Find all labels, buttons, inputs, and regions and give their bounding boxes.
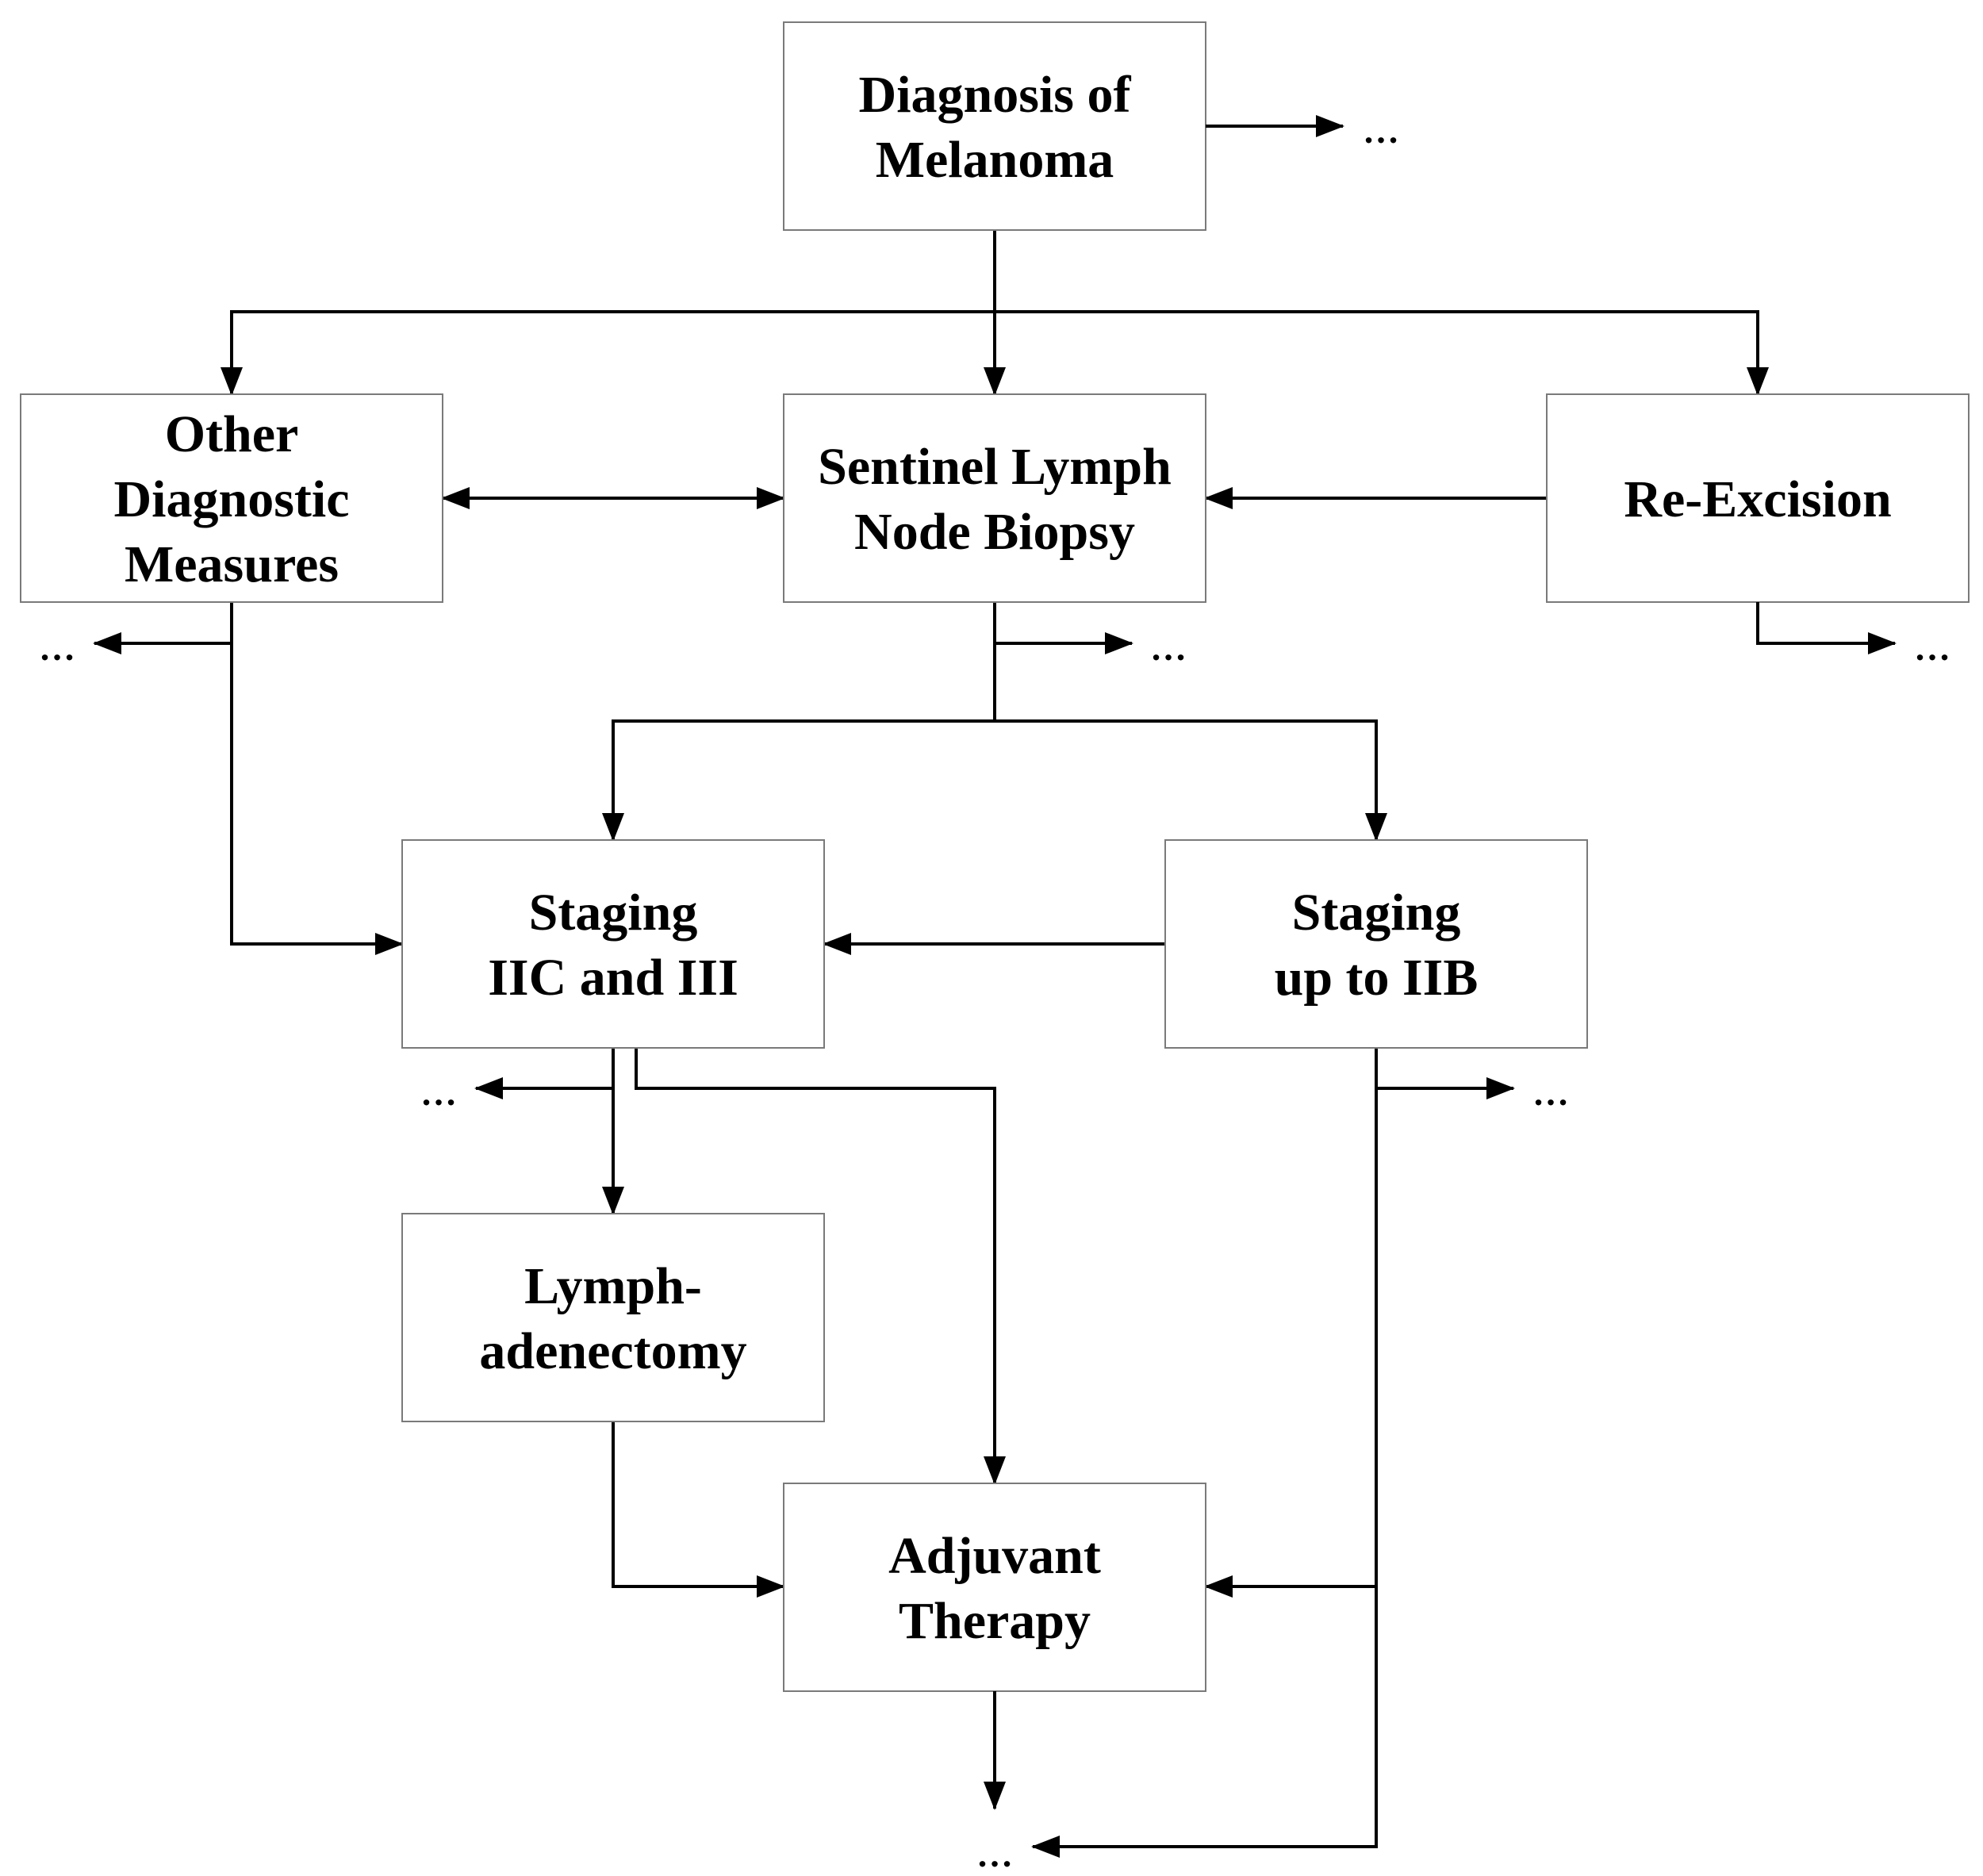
node-staging-iib-label: Staging: [1292, 884, 1461, 942]
node-sentinel-label: Node Biopsy: [854, 503, 1135, 561]
node-sentinel-label: Sentinel Lymph: [818, 438, 1172, 496]
node-adjuvant-box: [783, 1483, 1206, 1692]
node-staging-iic-box: [401, 839, 825, 1049]
continuation-arrow-re-excision: [1756, 602, 1897, 654]
continuation-arrow-staging-iib-end: [1031, 1586, 1378, 1858]
node-layer: Diagnosis of MelanomaOtherDiagnosticMeasu…: [20, 21, 1970, 1692]
node-staging-iic-label: Staging: [529, 884, 698, 942]
node-staging-iib-label: up to IIB: [1275, 949, 1479, 1007]
node-staging-iib: Staging up to IIB: [1164, 839, 1588, 1049]
node-adjuvant-label: Therapy: [899, 1592, 1091, 1650]
edge-lymphadenectomy-to-adjuvant: [612, 1421, 785, 1598]
node-re-excision-box: [1546, 393, 1970, 603]
continuation-ellipsis-staging-iic: …: [420, 1072, 457, 1113]
continuation-ellipsis-diagnosis: …: [1363, 110, 1399, 151]
node-other-diagnostic-label: Measures: [125, 535, 339, 593]
continuation-ellipsis-adjuvant: …: [976, 1834, 1013, 1874]
node-lymphadenectomy-box: [401, 1213, 825, 1422]
node-other-diagnostic-label: Diagnostic: [114, 470, 350, 528]
node-staging-iib-box: [1164, 839, 1588, 1049]
continuation-ellipsis-re-excision: …: [1914, 627, 1950, 668]
continuation-layer: … … … … … … …: [39, 110, 1950, 1874]
node-staging-iic-label: IIC and III: [488, 949, 738, 1007]
node-re-excision: Re-Excision: [1546, 393, 1970, 603]
node-diagnosis-label: Melanoma: [876, 131, 1114, 189]
edge-diagnosis-to-re-excision: [995, 310, 1769, 396]
node-other-diagnostic-box: [20, 393, 443, 603]
node-lymphadenectomy-label: adenectomy: [479, 1322, 746, 1380]
node-lymphadenectomy-label: Lymph-: [524, 1257, 702, 1315]
node-sentinel-box: [783, 393, 1206, 603]
node-diagnosis: Diagnosis of Melanoma: [783, 21, 1206, 231]
node-other-diagnostic-label: Other: [165, 405, 299, 463]
node-diagnosis-label: Diagnosis of: [859, 66, 1132, 124]
edge-staging-iic-to-adjuvant: [635, 1048, 1006, 1485]
edge-sentinel-to-staging-iib: [995, 719, 1387, 842]
continuation-ellipsis-staging-iib: …: [1532, 1072, 1569, 1113]
continuation-ellipsis-other-diagnostic: …: [39, 627, 75, 668]
edge-sentinel-to-staging-iic: [602, 602, 996, 842]
edge-diagnosis-to-other-diagnostic: [221, 230, 996, 396]
node-adjuvant-label: Adjuvant: [888, 1527, 1101, 1585]
node-re-excision-label: Re-Excision: [1624, 470, 1891, 528]
node-diagnosis-box: [783, 21, 1206, 231]
node-lymphadenectomy: Lymph-adenectomy: [401, 1213, 825, 1422]
edge-staging-iib-to-adjuvant: [1204, 1048, 1378, 1598]
edge-other-diagnostic-to-staging-iic: [230, 602, 404, 955]
continuation-ellipsis-sentinel: …: [1150, 627, 1187, 668]
